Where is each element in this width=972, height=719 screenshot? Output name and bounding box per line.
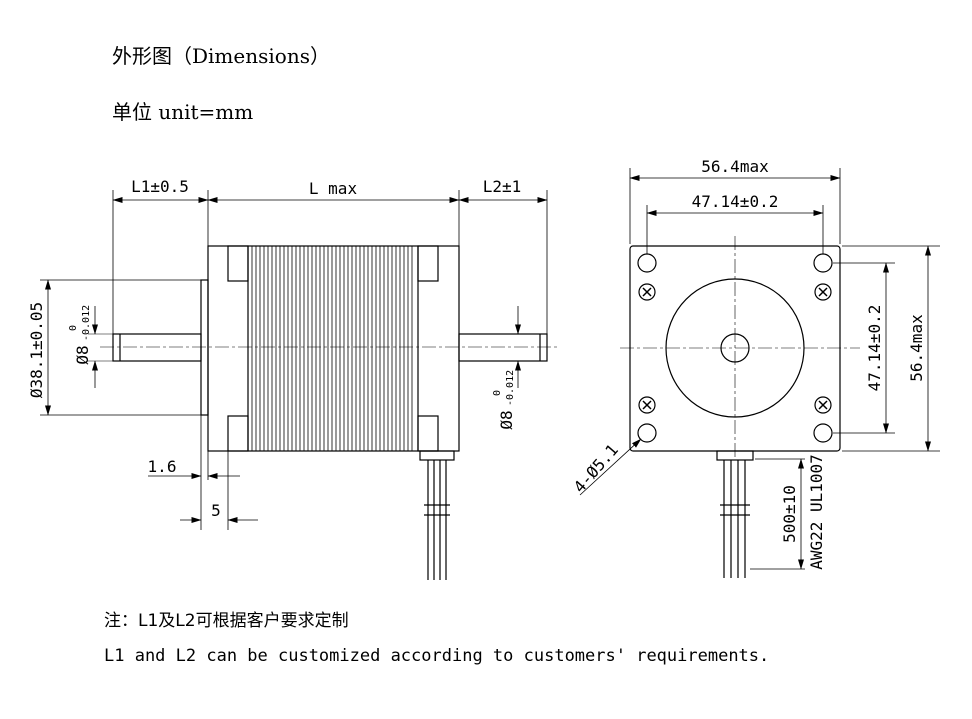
dim-l1: L1±0.5 [131, 177, 189, 196]
tol-front-lower: -0.012 [81, 305, 92, 341]
dim-flange-thickness: 1.6 [148, 457, 177, 476]
dim-front-shaft: Ø8 0 -0.012 [68, 305, 92, 365]
dim-hole-spacing-vertical: 47.14±0.2 [865, 305, 884, 392]
note-chinese: 注：L1及L2可根据客户要求定制 [104, 611, 349, 631]
page-title: 外形图（Dimensions） [112, 44, 330, 68]
dim-hole-spacing: 47.14±0.2 [692, 192, 779, 211]
front-view [579, 168, 940, 578]
dim-height: 56.4max [907, 314, 926, 382]
stator-lamination-lines [251, 246, 413, 451]
dim-width: 56.4max [701, 157, 769, 176]
unit-label: 单位 unit=mm [112, 100, 254, 124]
dim-front-shaft-dia: Ø8 [73, 345, 92, 364]
wire-spec: AWG22 UL1007 [807, 454, 826, 570]
dim-rear-shaft-dia: Ø8 [497, 410, 516, 429]
tol-rear-lower: -0.012 [505, 370, 516, 406]
tol-rear-upper: 0 [492, 390, 503, 396]
dim-mounting-holes: 4-Ø5.1 [570, 440, 622, 496]
dim-flange-length: 5 [211, 501, 221, 520]
dim-l2: L2±1 [483, 177, 522, 196]
note-english: L1 and L2 can be customized according to… [104, 646, 770, 666]
tol-front-upper: 0 [68, 325, 79, 331]
dim-rear-shaft: Ø8 0 -0.012 [492, 370, 516, 430]
dim-lead-length: 500±10 [780, 485, 799, 543]
dim-flange-diameter: Ø38.1±0.05 [27, 302, 46, 398]
dim-l-max: L max [309, 179, 358, 198]
side-view [40, 190, 560, 580]
